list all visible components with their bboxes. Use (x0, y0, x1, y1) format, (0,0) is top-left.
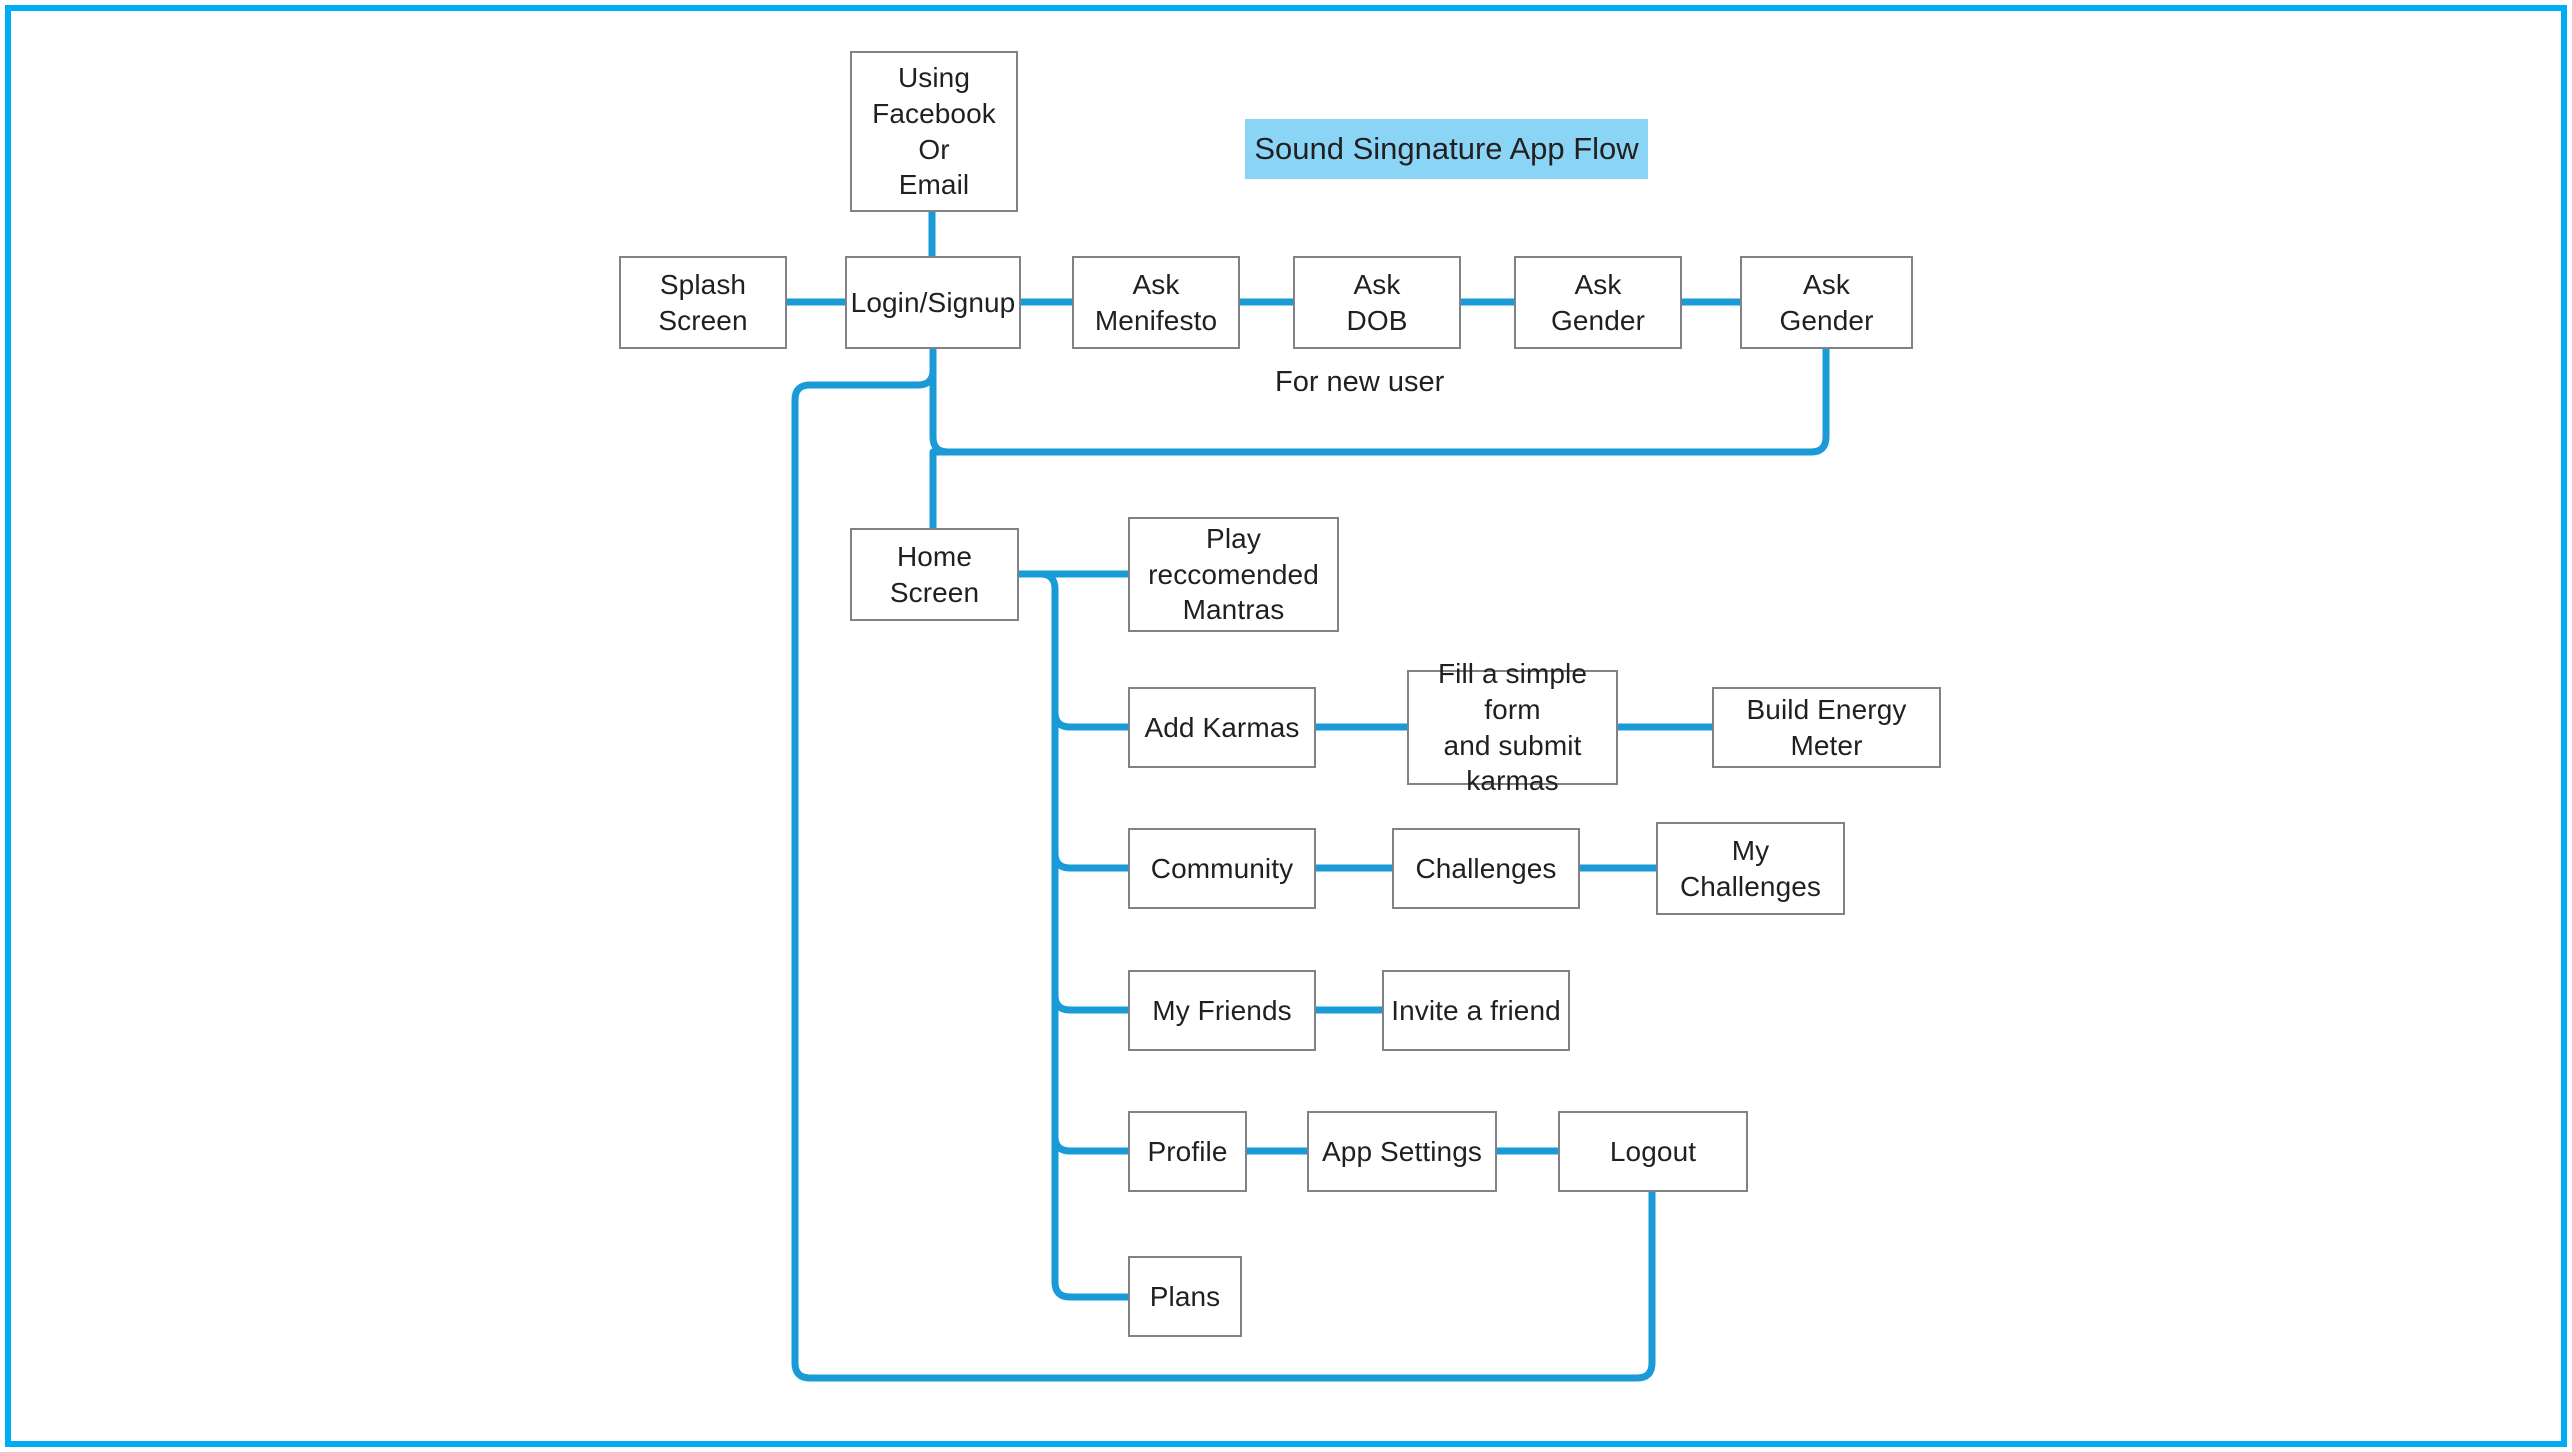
node-ask-dob[interactable]: Ask DOB (1293, 256, 1461, 349)
edge-trunk-to-community (1051, 849, 1132, 872)
label-for-new-user: For new user (1275, 366, 1445, 398)
node-ask-gender-2[interactable]: Ask Gender (1740, 256, 1913, 349)
node-app-settings[interactable]: App Settings (1307, 1111, 1497, 1192)
node-logout[interactable]: Logout (1558, 1111, 1748, 1192)
node-ask-gender-1[interactable]: Ask Gender (1514, 256, 1682, 349)
node-add-karmas[interactable]: Add Karmas (1128, 687, 1316, 768)
node-invite-a-friend[interactable]: Invite a friend (1382, 970, 1570, 1051)
node-challenges[interactable]: Challenges (1392, 828, 1580, 909)
node-play-reccomended-mantras[interactable]: Play reccomended Mantras (1128, 517, 1339, 632)
diagram-title: Sound Singnature App Flow (1245, 119, 1648, 179)
edge-trunk-to-add-karmas (1051, 708, 1132, 731)
node-profile[interactable]: Profile (1128, 1111, 1247, 1192)
node-plans[interactable]: Plans (1128, 1256, 1242, 1337)
node-fill-a-simple-form-and-submit-karmas[interactable]: Fill a simple form and submit karmas (1407, 658, 1618, 796)
node-splash-screen[interactable]: Splash Screen (619, 256, 787, 349)
edge-gender2-to-home (944, 345, 1830, 456)
node-my-challenges[interactable]: My Challenges (1656, 822, 1845, 915)
edge-login-return-rail (791, 345, 1656, 1382)
node-community[interactable]: Community (1128, 828, 1316, 909)
node-my-friends[interactable]: My Friends (1128, 970, 1316, 1051)
node-using-facebook-or-email[interactable]: Using Facebook Or Email (850, 51, 1018, 212)
edge-login-to-home (929, 345, 952, 532)
edge-trunk-to-profile (1051, 1132, 1132, 1155)
node-home-screen[interactable]: Home Screen (850, 528, 1019, 621)
node-ask-menifesto[interactable]: Ask Menifesto (1072, 256, 1240, 349)
edge-home-to-trunk (1015, 570, 1132, 1301)
node-build-energy-meter[interactable]: Build Energy Meter (1712, 687, 1941, 768)
node-login-signup[interactable]: Login/Signup (845, 256, 1021, 349)
edge-trunk-to-my-friends (1051, 991, 1132, 1014)
